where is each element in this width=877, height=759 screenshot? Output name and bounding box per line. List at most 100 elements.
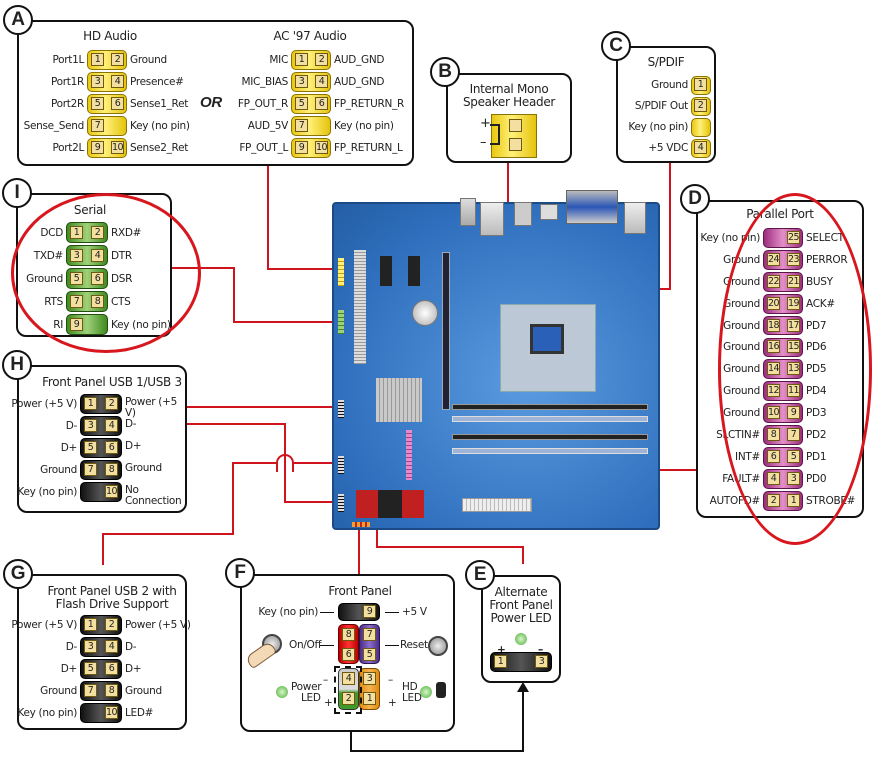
hd-audio-right-label: Ground: [130, 54, 167, 66]
cmos-battery: [412, 300, 438, 326]
hd-led-minus: –: [388, 674, 393, 686]
hd-audio-pin: 2: [111, 53, 124, 66]
usb13-pin: 2: [105, 397, 118, 410]
fp-key-label: Key (no pin): [258, 606, 318, 618]
usb2-pin: 8: [105, 684, 118, 697]
ac97-pin: 5: [295, 97, 308, 110]
ac97-pin: 4: [315, 75, 328, 88]
ac97-left-label: MIC: [269, 54, 288, 66]
hd-audio-title: HD Audio: [83, 29, 137, 43]
speaker-bracket: [490, 124, 500, 145]
power-led-jumper-outline: [334, 666, 362, 714]
spdif-pin: 2: [694, 99, 707, 112]
usb2-left-label: Ground: [40, 685, 77, 697]
usb2-title-line2: Flash Drive Support: [55, 597, 169, 611]
parallel-left-label: Ground: [723, 319, 760, 332]
parallel-left-label: AUTOFD#: [709, 494, 761, 507]
alt-led-plus: +: [497, 644, 506, 656]
parallel-right-label: ACK#: [806, 297, 835, 310]
alt-led-pin-3: 3: [535, 655, 548, 668]
usb2-right-label: LED#: [125, 707, 154, 719]
badge-b: B: [430, 57, 460, 87]
spdif-title: S/PDIF: [647, 55, 685, 69]
power-led-icon: [276, 686, 288, 698]
motherboard: [332, 190, 660, 530]
parallel-header-onboard: [406, 430, 412, 480]
ac97-pin: 3: [295, 75, 308, 88]
serial-pin: 3: [70, 248, 83, 262]
usb13-title: Front Panel USB 1/USB 3: [42, 375, 182, 389]
parallel-left-label: Ground: [723, 341, 760, 354]
dimm-slot-4: [452, 448, 648, 454]
power-led-minus: –: [323, 674, 328, 686]
parallel-pin: 17: [787, 318, 800, 332]
parallel-right-label: PD4: [806, 385, 827, 398]
parallel-left-label: Ground: [723, 297, 760, 310]
parallel-left-label: Ground: [723, 385, 760, 398]
badge-g: G: [3, 559, 33, 589]
hd-audio-pin: 9: [91, 141, 104, 154]
serial-pin: 8: [91, 294, 104, 308]
badge-f: F: [225, 558, 255, 588]
usb13-left-label: D-: [65, 420, 78, 432]
ac97-pin: 7: [295, 119, 308, 132]
parallel-pin: 12: [767, 384, 780, 398]
serial-pin: 6: [91, 271, 104, 285]
hd-audio-pin: 4: [111, 75, 124, 88]
hd-audio-pin: 3: [91, 75, 104, 88]
usb2-pin: 1: [84, 618, 97, 631]
parallel-pin: 7: [787, 428, 800, 442]
speaker-pin-minus: [509, 138, 522, 151]
parallel-left-label: Ground: [723, 407, 760, 420]
fp-plus5v-label: +5 V: [402, 606, 427, 618]
usb13-pin: 1: [84, 397, 97, 410]
parallel-left-label: Ground: [723, 363, 760, 376]
serial-pin: 2: [91, 225, 104, 239]
fp-reset-label: Reset: [400, 639, 428, 651]
hd-audio-right-label: Key (no pin): [130, 120, 190, 132]
serial-right-label: Key (no pin): [111, 318, 171, 331]
usb2-pin: 2: [105, 618, 118, 631]
parallel-right-label: PD0: [806, 472, 827, 485]
spdif-pin: 4: [694, 141, 707, 154]
serial-pin: 5: [70, 271, 83, 285]
serial-right-label: CTS: [111, 295, 131, 308]
parallel-right-label: PD7: [806, 319, 827, 332]
parallel-pin: 25: [787, 230, 800, 244]
power-led-plus: +: [324, 697, 333, 709]
fp-pin-5: 5: [363, 648, 376, 661]
parallel-right-label: PD2: [806, 429, 827, 442]
badge-d: D: [680, 184, 710, 214]
hd-audio-right-label: Sense2_Ret: [130, 142, 189, 154]
pcie-x16-slot: [442, 252, 450, 410]
hd-led-icon: [420, 686, 432, 698]
parallel-pin: 6: [767, 449, 780, 463]
hd-audio-pin: 10: [111, 141, 124, 154]
atx-power-connector: [462, 498, 532, 512]
serial-right-label: RXD#: [111, 226, 142, 239]
badge-i: I: [2, 178, 32, 208]
parallel-right-label: PD3: [806, 407, 827, 420]
usb13-pin: 5: [84, 441, 97, 454]
hd-audio-pin: 7: [91, 119, 104, 132]
ac97-right-label: AUD_GND: [334, 54, 385, 66]
parallel-left-label: FAULT#: [722, 472, 760, 485]
ac97-right-label: FP_RETURN_L: [334, 142, 403, 154]
usb13-right-label: D+: [125, 440, 142, 452]
ac97-right-label: AUD_GND: [334, 76, 385, 88]
ac97-right-label: Key (no pin): [334, 120, 394, 132]
usb-header-onboard-2: [338, 456, 344, 474]
parallel-left-label: SLCTIN#: [716, 429, 760, 442]
serial-left-label: DCD: [40, 226, 63, 239]
parallel-pin: 22: [767, 274, 780, 288]
parallel-pin: 5: [787, 449, 800, 463]
rear-io-audio: [460, 198, 476, 226]
usb13-pin: 4: [105, 419, 118, 432]
serial-pin: 7: [70, 294, 83, 308]
serial-left-label: RTS: [44, 295, 63, 308]
serial-pin: 4: [91, 248, 104, 262]
fp-onoff-label: On/Off: [289, 639, 322, 651]
ac97-left-label: MIC_BIAS: [241, 76, 289, 88]
alt-led-title-1: Alternate: [494, 585, 548, 599]
hd-audio-pin: 6: [111, 97, 124, 110]
